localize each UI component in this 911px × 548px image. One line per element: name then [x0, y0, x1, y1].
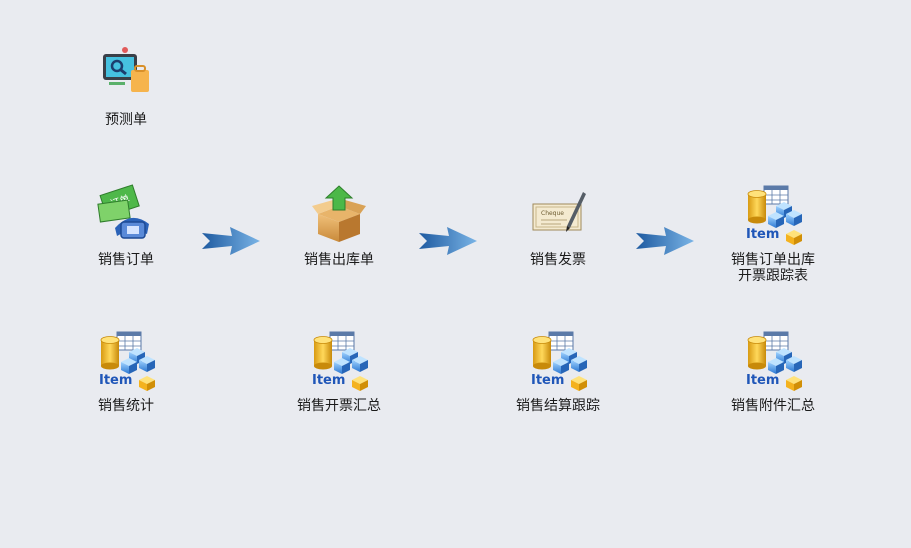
outbound-node[interactable]: 销售出库单 — [279, 184, 399, 268]
cheque-text: Cheque — [541, 210, 564, 217]
sales-order-label: 销售订单 — [98, 252, 154, 268]
settle-tracking-label: 销售结算跟踪 — [516, 398, 600, 414]
phone-order-icon: 订单 — [95, 184, 157, 246]
stats-label: 销售统计 — [98, 398, 154, 414]
item-report-icon: Item — [308, 330, 370, 392]
item-text: Item — [746, 227, 779, 242]
settle-tracking-node[interactable]: Item 销售结算跟踪 — [498, 330, 618, 414]
item-report-icon: Item — [527, 330, 589, 392]
flow-arrow-2 — [417, 224, 479, 258]
item-report-icon: Item — [742, 330, 804, 392]
flow-arrow-3 — [634, 224, 696, 258]
attach-summary-label: 销售附件汇总 — [731, 398, 815, 414]
tracking-report-node[interactable]: Item 销售订单出库 开票跟踪表 — [713, 184, 833, 284]
attach-summary-node[interactable]: Item 销售附件汇总 — [713, 330, 833, 414]
item-text: Item — [312, 373, 345, 388]
item-text: Item — [99, 373, 132, 388]
box-upload-icon — [308, 184, 370, 246]
flow-arrow-1 — [200, 224, 262, 258]
item-report-icon: Item — [95, 330, 157, 392]
stats-node[interactable]: Item 销售统计 — [66, 330, 186, 414]
sales-order-node[interactable]: 订单 销售订单 — [66, 184, 186, 268]
item-text: Item — [746, 373, 779, 388]
item-report-icon: Item — [742, 184, 804, 246]
outbound-label: 销售出库单 — [304, 252, 374, 268]
invoice-label: 销售发票 — [530, 252, 586, 268]
cheque-pen-icon: Cheque — [527, 184, 589, 246]
item-text: Item — [531, 373, 564, 388]
forecast-node[interactable]: 预测单 — [66, 44, 186, 128]
tracking-report-label: 销售订单出库 开票跟踪表 — [731, 252, 815, 284]
invoice-summary-node[interactable]: Item 销售开票汇总 — [279, 330, 399, 414]
forecast-label: 预测单 — [105, 112, 147, 128]
invoice-summary-label: 销售开票汇总 — [297, 398, 381, 414]
invoice-node[interactable]: Cheque 销售发票 — [498, 184, 618, 268]
forecast-icon — [95, 44, 157, 106]
